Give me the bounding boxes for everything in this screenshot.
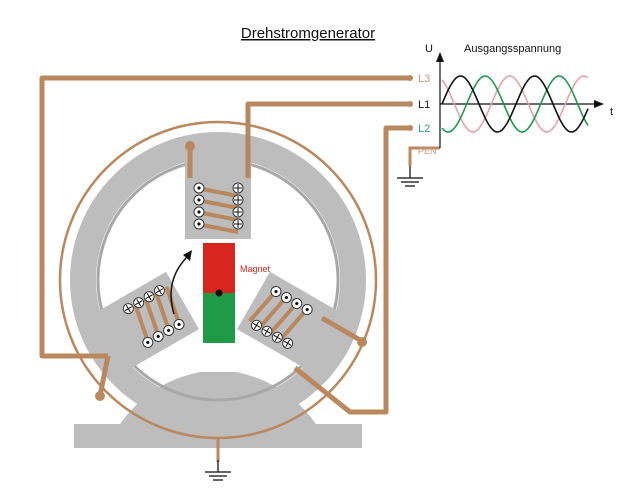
- magnet-label: Magnet: [240, 264, 271, 274]
- graph-caption: Ausgangsspannung: [464, 43, 561, 55]
- diagram-title: Drehstromgenerator: [241, 25, 375, 42]
- ground-bottom: [204, 438, 232, 481]
- junction-left: [95, 391, 105, 401]
- terminal-pen-label: PEN: [418, 146, 437, 156]
- rotation-arrow: [170, 255, 189, 315]
- rotation-arrowhead: [183, 250, 192, 261]
- terminal-l3-label: L3: [418, 73, 430, 85]
- wire-l3: [39, 75, 410, 359]
- wire-l1: [245, 101, 410, 178]
- terminal-l3-dot: [407, 75, 413, 81]
- rotor-axis: [215, 289, 223, 297]
- graph-x-label: t: [610, 106, 613, 118]
- magnet-north: [203, 243, 235, 293]
- wave-l2: [441, 75, 589, 133]
- wire-l2: [293, 125, 410, 415]
- wire-star-right: [320, 315, 362, 343]
- stator-ring: [70, 132, 366, 428]
- coil-top: [193, 182, 244, 234]
- terminal-l2-label: L2: [418, 123, 430, 135]
- terminal-l1-dot: [407, 101, 413, 107]
- wave-l3: [441, 75, 589, 133]
- pole-right: [237, 271, 343, 372]
- wave-l1: [441, 75, 589, 133]
- ground-pen: [396, 146, 440, 187]
- junction-right: [357, 337, 367, 347]
- junction-top: [185, 141, 195, 151]
- pole-left: [93, 271, 199, 372]
- terminal-l2-dot: [407, 125, 413, 131]
- magnet-south: [203, 293, 235, 343]
- voltage-graph: U t Ausgangsspannung: [425, 43, 613, 148]
- wiring: [39, 75, 410, 415]
- wire-star-left: [97, 355, 111, 397]
- stator-base: [74, 424, 362, 448]
- terminal-l1-label: L1: [418, 99, 430, 111]
- graph-y-label: U: [425, 43, 433, 55]
